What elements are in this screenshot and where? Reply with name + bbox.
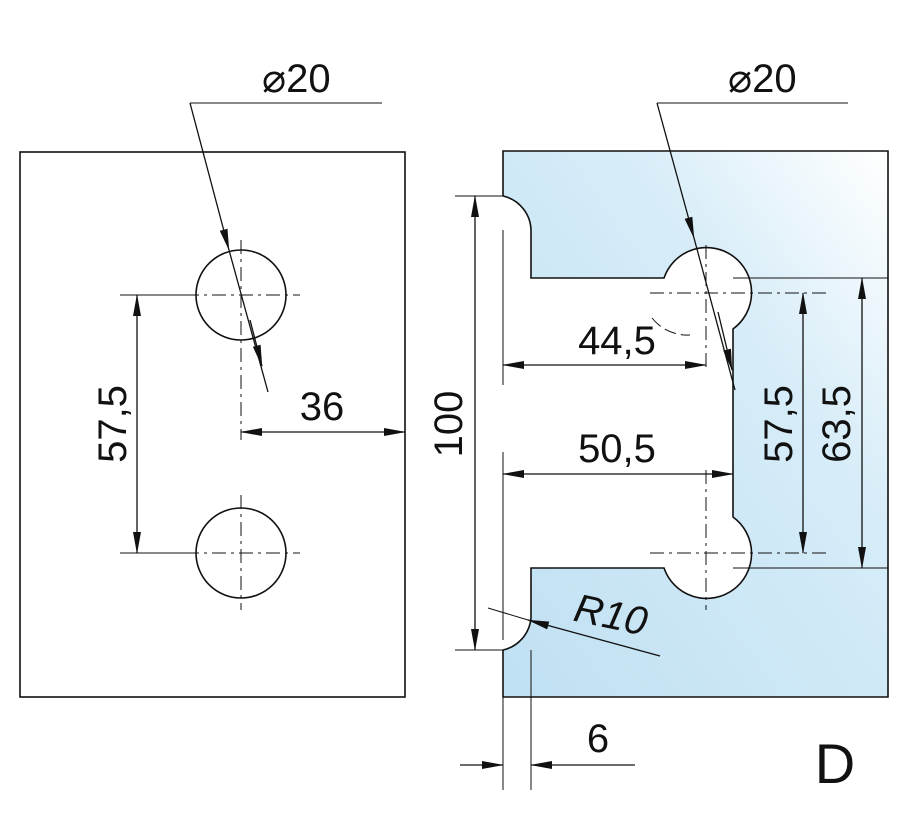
left-diameter-label: ⌀20	[262, 57, 331, 101]
height-label: 100	[427, 391, 471, 458]
variant-label: D	[815, 732, 855, 795]
offset-label: 6	[587, 717, 609, 761]
cutout-depth-label: 50,5	[578, 427, 656, 471]
cutout-height-label: 63,5	[815, 385, 859, 463]
left-spacing-label: 57,5	[91, 385, 135, 463]
right-glass-plate	[455, 102, 889, 790]
left-edge-distance-label: 36	[300, 385, 345, 429]
right-diameter-label: ⌀20	[728, 57, 797, 101]
hole-depth-label: 44,5	[578, 319, 656, 363]
right-spacing-label: 57,5	[757, 385, 801, 463]
left-glass-plate	[19, 102, 406, 698]
